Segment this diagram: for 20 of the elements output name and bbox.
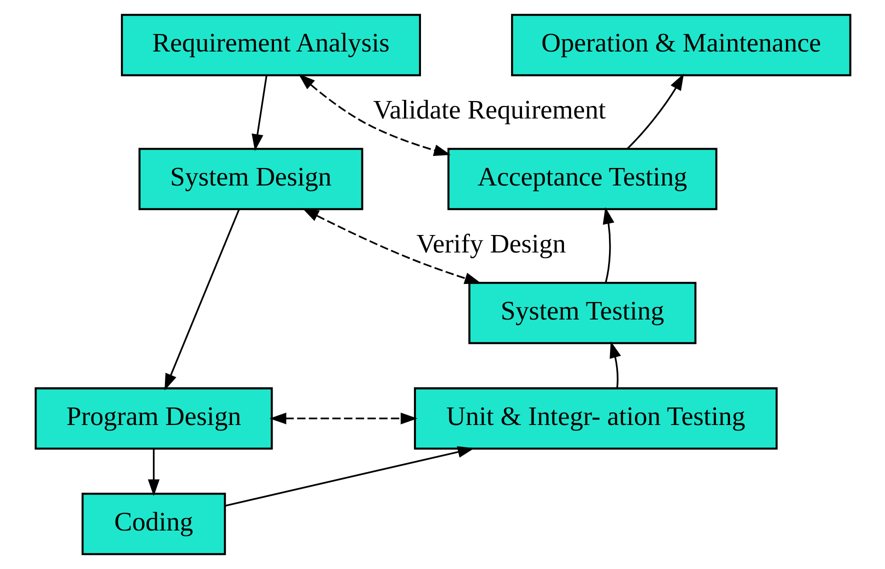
edge-label: Verify Design: [416, 228, 566, 258]
arrow: [302, 208, 481, 284]
node-box: System Design: [138, 148, 363, 210]
node-box: Acceptance Testing: [446, 148, 717, 210]
node-box: Coding: [81, 492, 226, 556]
arrow: [164, 208, 240, 391]
arrow: [298, 74, 450, 156]
arrow: [268, 412, 417, 424]
arrow: [602, 207, 614, 283]
arrow: [147, 449, 160, 496]
edge-label: Validate Requirement: [372, 94, 606, 124]
arrow: [224, 446, 474, 507]
arrow: [609, 341, 620, 388]
node-box: Unit & Integr- ation Testing: [413, 387, 778, 450]
node-box: Operation & Maintenance: [510, 14, 851, 76]
node-box: Program Design: [34, 387, 272, 450]
node-box: Requirement Analysis: [120, 14, 420, 76]
arrow: [251, 76, 267, 151]
arrow: [626, 74, 684, 150]
node-box: System Testing: [468, 282, 696, 344]
